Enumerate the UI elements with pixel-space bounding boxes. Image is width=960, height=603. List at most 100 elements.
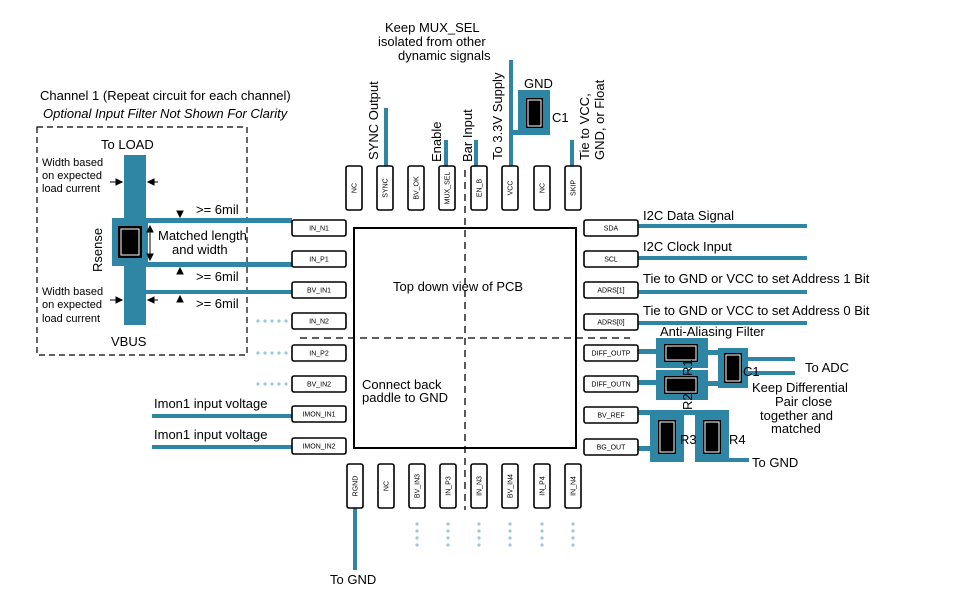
r3-label: R3 xyxy=(680,432,697,447)
pin-right-bv-ref-6: BV_REF xyxy=(583,406,639,424)
to-load-label: To LOAD xyxy=(101,137,154,152)
pin-label: MUX_SEL xyxy=(445,172,452,205)
continuation-dot xyxy=(415,536,419,540)
pin-right-diff-outn-5: DIFF_OUTN xyxy=(583,375,639,393)
trace-adrs0 xyxy=(637,321,807,325)
pin-right-sda-0: SDA xyxy=(583,219,639,237)
c1-right-body xyxy=(724,353,742,383)
imon1-label-b: Imon1 input voltage xyxy=(154,427,267,442)
continuation-dot xyxy=(446,536,450,540)
continuation-dot xyxy=(477,543,481,547)
trace-in-p1 xyxy=(146,262,292,267)
continuation-dot xyxy=(256,319,260,323)
continuation-dot xyxy=(477,529,481,533)
pin-label: SDA xyxy=(604,226,619,233)
to-gnd-bottom-label: To GND xyxy=(330,572,376,587)
pin-label: NC xyxy=(540,183,547,193)
pin-bottom-in-p4-6: IN_P4 xyxy=(533,463,551,509)
channel-subtitle: Optional Input Filter Not Shown For Clar… xyxy=(43,106,289,121)
pin-pad xyxy=(407,165,425,211)
continuation-dot xyxy=(540,529,544,533)
channel-dashed-box xyxy=(36,126,248,356)
continuation-dot xyxy=(446,529,450,533)
mux-note-3: dynamic signals xyxy=(398,48,491,63)
pin-top-nc-0: NC xyxy=(345,165,363,211)
trace-r2-c1 xyxy=(706,381,720,386)
pin-left-in-n1-0: IN_N1 xyxy=(291,219,347,237)
pin-label: IN_N4 xyxy=(571,476,578,496)
pin-label: NC xyxy=(384,481,391,491)
pin-bottom-bv-in3-2: BV_IN3 xyxy=(408,463,426,509)
continuation-dot xyxy=(270,351,274,355)
pin-label: IN_N1 xyxy=(309,226,329,233)
trace-imon-in2 xyxy=(152,445,292,449)
pin-pad xyxy=(291,437,347,455)
trace-vcc xyxy=(509,60,513,168)
diff-pair-3: together and xyxy=(760,408,833,423)
dots-left-3 xyxy=(256,382,288,386)
i2c-data-label: I2C Data Signal xyxy=(643,208,734,223)
continuation-dot xyxy=(284,351,288,355)
pin-bottom-rgnd-0: RGND xyxy=(346,463,364,509)
r4-body xyxy=(703,420,721,454)
pin-label: BV_OK xyxy=(414,176,421,200)
trace-skip xyxy=(570,140,574,168)
continuation-dot xyxy=(446,543,450,547)
pin-pad xyxy=(345,165,363,211)
sync-output-label: SYNC Output xyxy=(366,81,381,160)
pin-label: IMON_IN1 xyxy=(302,412,335,419)
pin-label: IN_P4 xyxy=(540,476,547,496)
pin-pad xyxy=(346,463,364,509)
paddle-line-2: paddle to GND xyxy=(362,390,448,405)
pin-pad xyxy=(470,165,488,211)
c1-right-inner xyxy=(725,354,741,382)
pin-label: IN_P3 xyxy=(446,476,453,496)
r3-body xyxy=(658,420,676,454)
pin-label: VCC xyxy=(508,181,515,196)
pin-label: BV_IN2 xyxy=(307,382,331,389)
pin-left-bv-in2-5: BV_IN2 xyxy=(291,375,347,393)
pin-label: BG_OUT xyxy=(597,445,627,452)
continuation-dot xyxy=(540,522,544,526)
width-based-top-3: load current xyxy=(42,183,100,195)
pin-pad xyxy=(564,463,582,509)
mux-note-1: Keep MUX_SEL xyxy=(385,20,480,35)
pin-top-nc-6: NC xyxy=(533,165,551,211)
pin-pad xyxy=(291,405,347,423)
pin-top-en-b-4: EN_B xyxy=(470,165,488,211)
matched-line-1: Matched length xyxy=(158,228,247,243)
continuation-dot xyxy=(540,543,544,547)
six-mil-3: >= 6mil xyxy=(196,296,239,311)
pin-pad xyxy=(408,463,426,509)
pin-label: SKIP xyxy=(571,180,578,196)
pins-right: SDASCLADRS[1]ADRS[0]DIFF_OUTPDIFF_OUTNBV… xyxy=(583,219,639,456)
pin-label: SYNC xyxy=(383,178,390,197)
r2-label: R2 xyxy=(680,393,695,410)
dots-bottom xyxy=(415,522,575,547)
trace-sda xyxy=(637,224,807,228)
pin-label: IN_P2 xyxy=(309,351,329,358)
pin-top-bv-ok-2: BV_OK xyxy=(407,165,425,211)
pin-label: IN_N2 xyxy=(309,319,329,326)
anti-alias-label: Anti-Aliasing Filter xyxy=(660,324,765,339)
trace-imon-in1 xyxy=(152,414,292,418)
i2c-clock-label: I2C Clock Input xyxy=(643,239,732,254)
pin-left-in-p1-1: IN_P1 xyxy=(291,250,347,268)
pin-label: BV_IN3 xyxy=(415,474,422,498)
pin-label: ADRS[0] xyxy=(597,320,624,327)
pin-pad xyxy=(583,281,639,299)
pin-pad xyxy=(501,463,519,509)
continuation-dot xyxy=(508,543,512,547)
c1-right-label: C1 xyxy=(743,364,760,379)
continuation-dot xyxy=(277,382,281,386)
pin-pad xyxy=(583,344,639,362)
continuation-dot xyxy=(256,382,260,386)
pins-top: NC SYNC BV_OK MUX_SEL EN_B VCC NC SKIP xyxy=(345,165,582,211)
diff-pair-1: Keep Differential xyxy=(752,380,848,395)
pin-pad xyxy=(439,463,457,509)
pin-top-skip-7: SKIP xyxy=(564,165,582,211)
bar-input-label: Bar Input xyxy=(460,109,475,162)
width-based-top-1: Width based xyxy=(42,157,103,169)
